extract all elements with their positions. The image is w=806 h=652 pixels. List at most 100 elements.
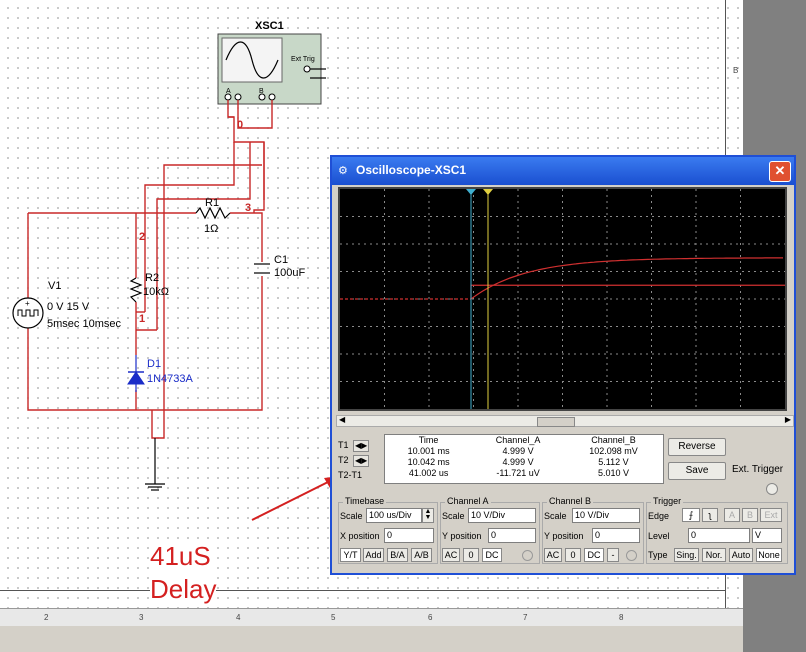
table-row: 10.042 ms 4.999 V 5.112 V — [407, 457, 629, 467]
save-button[interactable]: Save — [668, 462, 726, 480]
channel-a-ac-button[interactable]: AC — [442, 548, 460, 562]
channel-b-scale-label: Scale — [544, 511, 567, 521]
v1-name: V1 — [48, 280, 61, 292]
scope-graticule — [340, 189, 785, 409]
readout-header-chb: Channel_B — [591, 435, 636, 445]
timebase-group: Timebase — [338, 496, 438, 564]
trigger-group: Trigger — [646, 496, 788, 564]
cursor-t1-row: T1 ◀▶ — [338, 438, 370, 453]
cursor-t1-arrows-icon[interactable]: ◀▶ — [353, 439, 370, 452]
mode-ab-button[interactable]: A/B — [411, 548, 432, 562]
reverse-button[interactable]: Reverse — [668, 438, 726, 456]
c1-name: C1 — [274, 254, 288, 266]
r1-value: 1Ω — [204, 223, 218, 235]
scope-ch-b-label: B — [259, 88, 264, 95]
cursor-readout-table: Time Channel_A Channel_B 10.001 ms 4.999… — [384, 434, 664, 484]
scroll-right-icon[interactable]: ▶ — [784, 415, 791, 424]
trigger-source-b-button[interactable]: B — [742, 508, 758, 522]
trigger-level-unit[interactable]: V — [752, 528, 782, 543]
ground-symbol — [145, 483, 165, 491]
channel-a-scale-input[interactable]: 10 V/Div — [468, 508, 536, 523]
d1-name: D1 — [147, 358, 161, 370]
timebase-title: Timebase — [343, 496, 387, 506]
trigger-source-ext-button[interactable]: Ext — [760, 508, 782, 522]
svg-text:+: + — [25, 299, 30, 308]
annotation-delay-value: 41uS — [150, 541, 211, 571]
close-button[interactable]: ✕ — [769, 161, 791, 182]
channel-b-dc-button[interactable]: DC — [584, 548, 604, 562]
channel-b-ypos-input[interactable]: 0 — [592, 528, 640, 543]
cursor-t1-label: T1 — [338, 440, 349, 450]
timebase-scale-label: Scale — [340, 511, 363, 521]
right-ruler-label: B — [733, 66, 739, 75]
scope-symbol[interactable]: A B Ext Trig — [217, 33, 326, 105]
net-label-2: 2 — [139, 231, 145, 243]
channel-a-dc-button[interactable]: DC — [482, 548, 502, 562]
oscilloscope-window[interactable]: ⚙ Oscilloscope-XSC1 ✕ ◀ ▶ T1 ◀▶ T2 ◀▶ T2… — [330, 155, 796, 575]
trigger-none-button[interactable]: None — [756, 548, 782, 562]
timebase-spinner-icon[interactable]: ▲▼ — [422, 508, 434, 523]
trace-channel-b — [470, 257, 783, 300]
scope-ext-trig-label: Ext Trig — [291, 56, 315, 63]
scope-window-icon: ⚙ — [338, 165, 348, 177]
channel-a-ypos-label: Y position — [442, 531, 482, 541]
channel-a-gnd-button[interactable]: 0 — [463, 548, 479, 562]
readout-header-time: Time — [418, 435, 439, 445]
channel-a-title: Channel A — [445, 496, 491, 506]
scope-screen[interactable] — [338, 187, 787, 411]
scope-title: Oscilloscope-XSC1 — [356, 163, 467, 177]
mode-ba-button[interactable]: B/A — [387, 548, 408, 562]
net-label-3: 3 — [245, 202, 251, 214]
trigger-normal-button[interactable]: Nor. — [702, 548, 726, 562]
sheet-border-horizontal — [0, 590, 726, 591]
trigger-auto-button[interactable]: Auto — [729, 548, 753, 562]
trigger-type-label: Type — [648, 550, 668, 560]
cursor-diff-label: T2-T1 — [338, 470, 363, 480]
falling-edge-icon[interactable]: ʅ — [702, 508, 718, 522]
channel-b-terminal-icon[interactable] — [626, 550, 637, 561]
mode-yt-button[interactable]: Y/T — [340, 548, 361, 562]
channel-a-ypos-input[interactable]: 0 — [488, 528, 536, 543]
trigger-title: Trigger — [651, 496, 684, 506]
v1-line2: 5msec 10msec — [47, 318, 121, 330]
scope-titlebar[interactable]: ⚙ Oscilloscope-XSC1 ✕ — [332, 157, 794, 185]
trigger-single-button[interactable]: Sing. — [674, 548, 699, 562]
r2-name: R2 — [145, 272, 159, 284]
cursor-t2-marker-icon — [483, 189, 493, 195]
timebase-scale-input[interactable]: 100 us/Div — [366, 508, 422, 523]
timebase-xpos-input[interactable]: 0 — [384, 528, 434, 543]
rising-edge-icon[interactable]: ⨍ — [682, 508, 700, 522]
ext-trigger-terminal-icon[interactable] — [766, 483, 778, 495]
net-label-1: 1 — [139, 313, 145, 325]
channel-a-terminal-icon[interactable] — [522, 550, 533, 561]
bottom-ruler: 2 3 4 5 6 7 8 — [0, 608, 743, 627]
scroll-left-icon[interactable]: ◀ — [339, 415, 346, 424]
trigger-level-label: Level — [648, 531, 670, 541]
cursor-t2-arrows-icon[interactable]: ◀▶ — [353, 454, 370, 467]
channel-b-ac-button[interactable]: AC — [544, 548, 562, 562]
mode-add-button[interactable]: Add — [363, 548, 384, 562]
bottom-scrollbar[interactable] — [0, 626, 743, 652]
r1-name: R1 — [205, 197, 219, 209]
channel-b-scale-input[interactable]: 10 V/Div — [572, 508, 640, 523]
scope-ch-a-label: A — [226, 88, 231, 95]
channel-b-invert-button[interactable]: - — [607, 548, 619, 562]
channel-b-title: Channel B — [547, 496, 594, 506]
trigger-source-a-button[interactable]: A — [724, 508, 740, 522]
channel-a-scale-label: Scale — [442, 511, 465, 521]
cursor-t2-label: T2 — [338, 455, 349, 465]
channel-a-group: Channel A — [440, 496, 540, 564]
wires — [27, 100, 273, 484]
scope-time-scrollbar[interactable]: ◀ ▶ — [336, 415, 794, 427]
channel-b-group: Channel B — [542, 496, 644, 564]
r2-value: 10kΩ — [143, 286, 169, 298]
channel-b-gnd-button[interactable]: 0 — [565, 548, 581, 562]
trigger-edge-label: Edge — [648, 511, 670, 521]
cursor-t1-marker-icon — [466, 189, 476, 195]
net-label-0: 0 — [237, 119, 243, 131]
trigger-level-input[interactable]: 0 — [688, 528, 750, 543]
schematic-drawing: A B Ext Trig XSC1 R1 1Ω C1 100uF R2 10kΩ… — [12, 20, 340, 521]
table-row: 10.001 ms 4.999 V 102.098 mV — [407, 446, 638, 456]
readout-header-cha: Channel_A — [495, 435, 541, 445]
scroll-thumb[interactable] — [537, 417, 575, 427]
